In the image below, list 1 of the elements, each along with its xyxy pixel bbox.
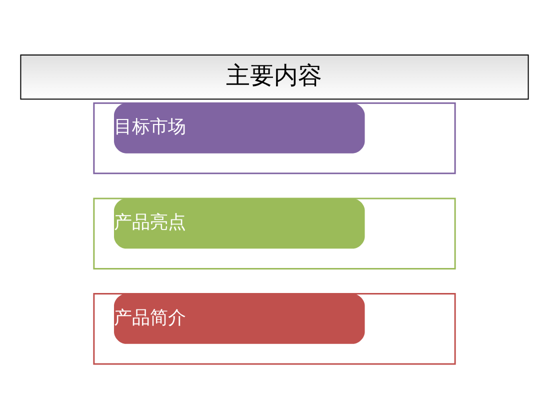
diagram-title: 主要内容 <box>226 61 322 90</box>
